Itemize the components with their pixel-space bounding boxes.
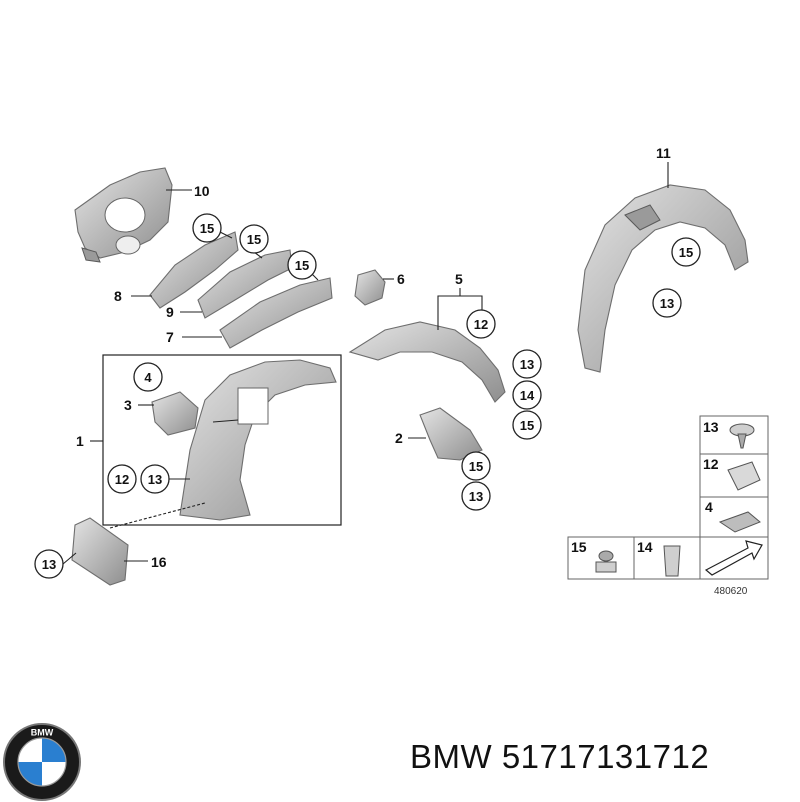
callout-1: 1: [76, 433, 84, 449]
part-6-bracket: [354, 269, 386, 306]
part-10-bracket: [74, 167, 173, 263]
part-5-wheel-liner: [348, 321, 506, 403]
part-1-wheel-liner: [179, 359, 337, 521]
callout-7: 7: [166, 329, 174, 345]
callout-13c: 13: [469, 489, 483, 504]
bmw-logo: BMW: [3, 723, 81, 801]
callout-15e: 15: [469, 459, 483, 474]
part-3-cover: [151, 391, 199, 436]
legend-15: 15: [571, 539, 587, 555]
legend-13: 13: [703, 419, 719, 435]
callout-5: 5: [455, 271, 463, 287]
callout-13b: 13: [520, 357, 534, 372]
part-7-strip: [219, 277, 333, 349]
callout-13d: 13: [42, 557, 56, 572]
callout-15c: 15: [295, 258, 309, 273]
callout-11: 11: [656, 145, 671, 161]
callout-12b: 12: [474, 317, 488, 332]
part-number-caption: BMW 51717131712: [410, 738, 710, 775]
assembly-1-box: [102, 354, 342, 526]
callout-15b: 15: [247, 232, 261, 247]
callout-3: 3: [124, 397, 132, 413]
callout-12a: 12: [115, 472, 129, 487]
callout-2: 2: [395, 430, 403, 446]
part-16-panel: [71, 517, 129, 586]
callout-8: 8: [114, 288, 122, 304]
diagram-code: 480620: [714, 586, 748, 597]
callout-15a: 15: [200, 221, 214, 236]
svg-text:BMW: BMW: [31, 728, 54, 738]
arrow-icon: [704, 540, 763, 576]
legend-4: 4: [705, 499, 713, 515]
callout-10: 10: [194, 183, 210, 199]
fastener-legend: 13 12 4 15 14: [567, 415, 769, 580]
callout-15d: 15: [520, 418, 534, 433]
legend-12: 12: [703, 456, 719, 472]
callout-4: 4: [144, 370, 152, 385]
callout-13e: 13: [148, 472, 162, 487]
callout-9: 9: [166, 304, 174, 320]
callout-6: 6: [397, 271, 405, 287]
part-8-strip: [149, 231, 239, 309]
callout-14: 14: [520, 388, 535, 403]
legend-14: 14: [637, 539, 653, 555]
part-11-wheel-liner: [577, 184, 749, 373]
callout-13a: 13: [660, 296, 674, 311]
callout-16: 16: [151, 554, 167, 570]
callout-15f: 15: [679, 245, 693, 260]
